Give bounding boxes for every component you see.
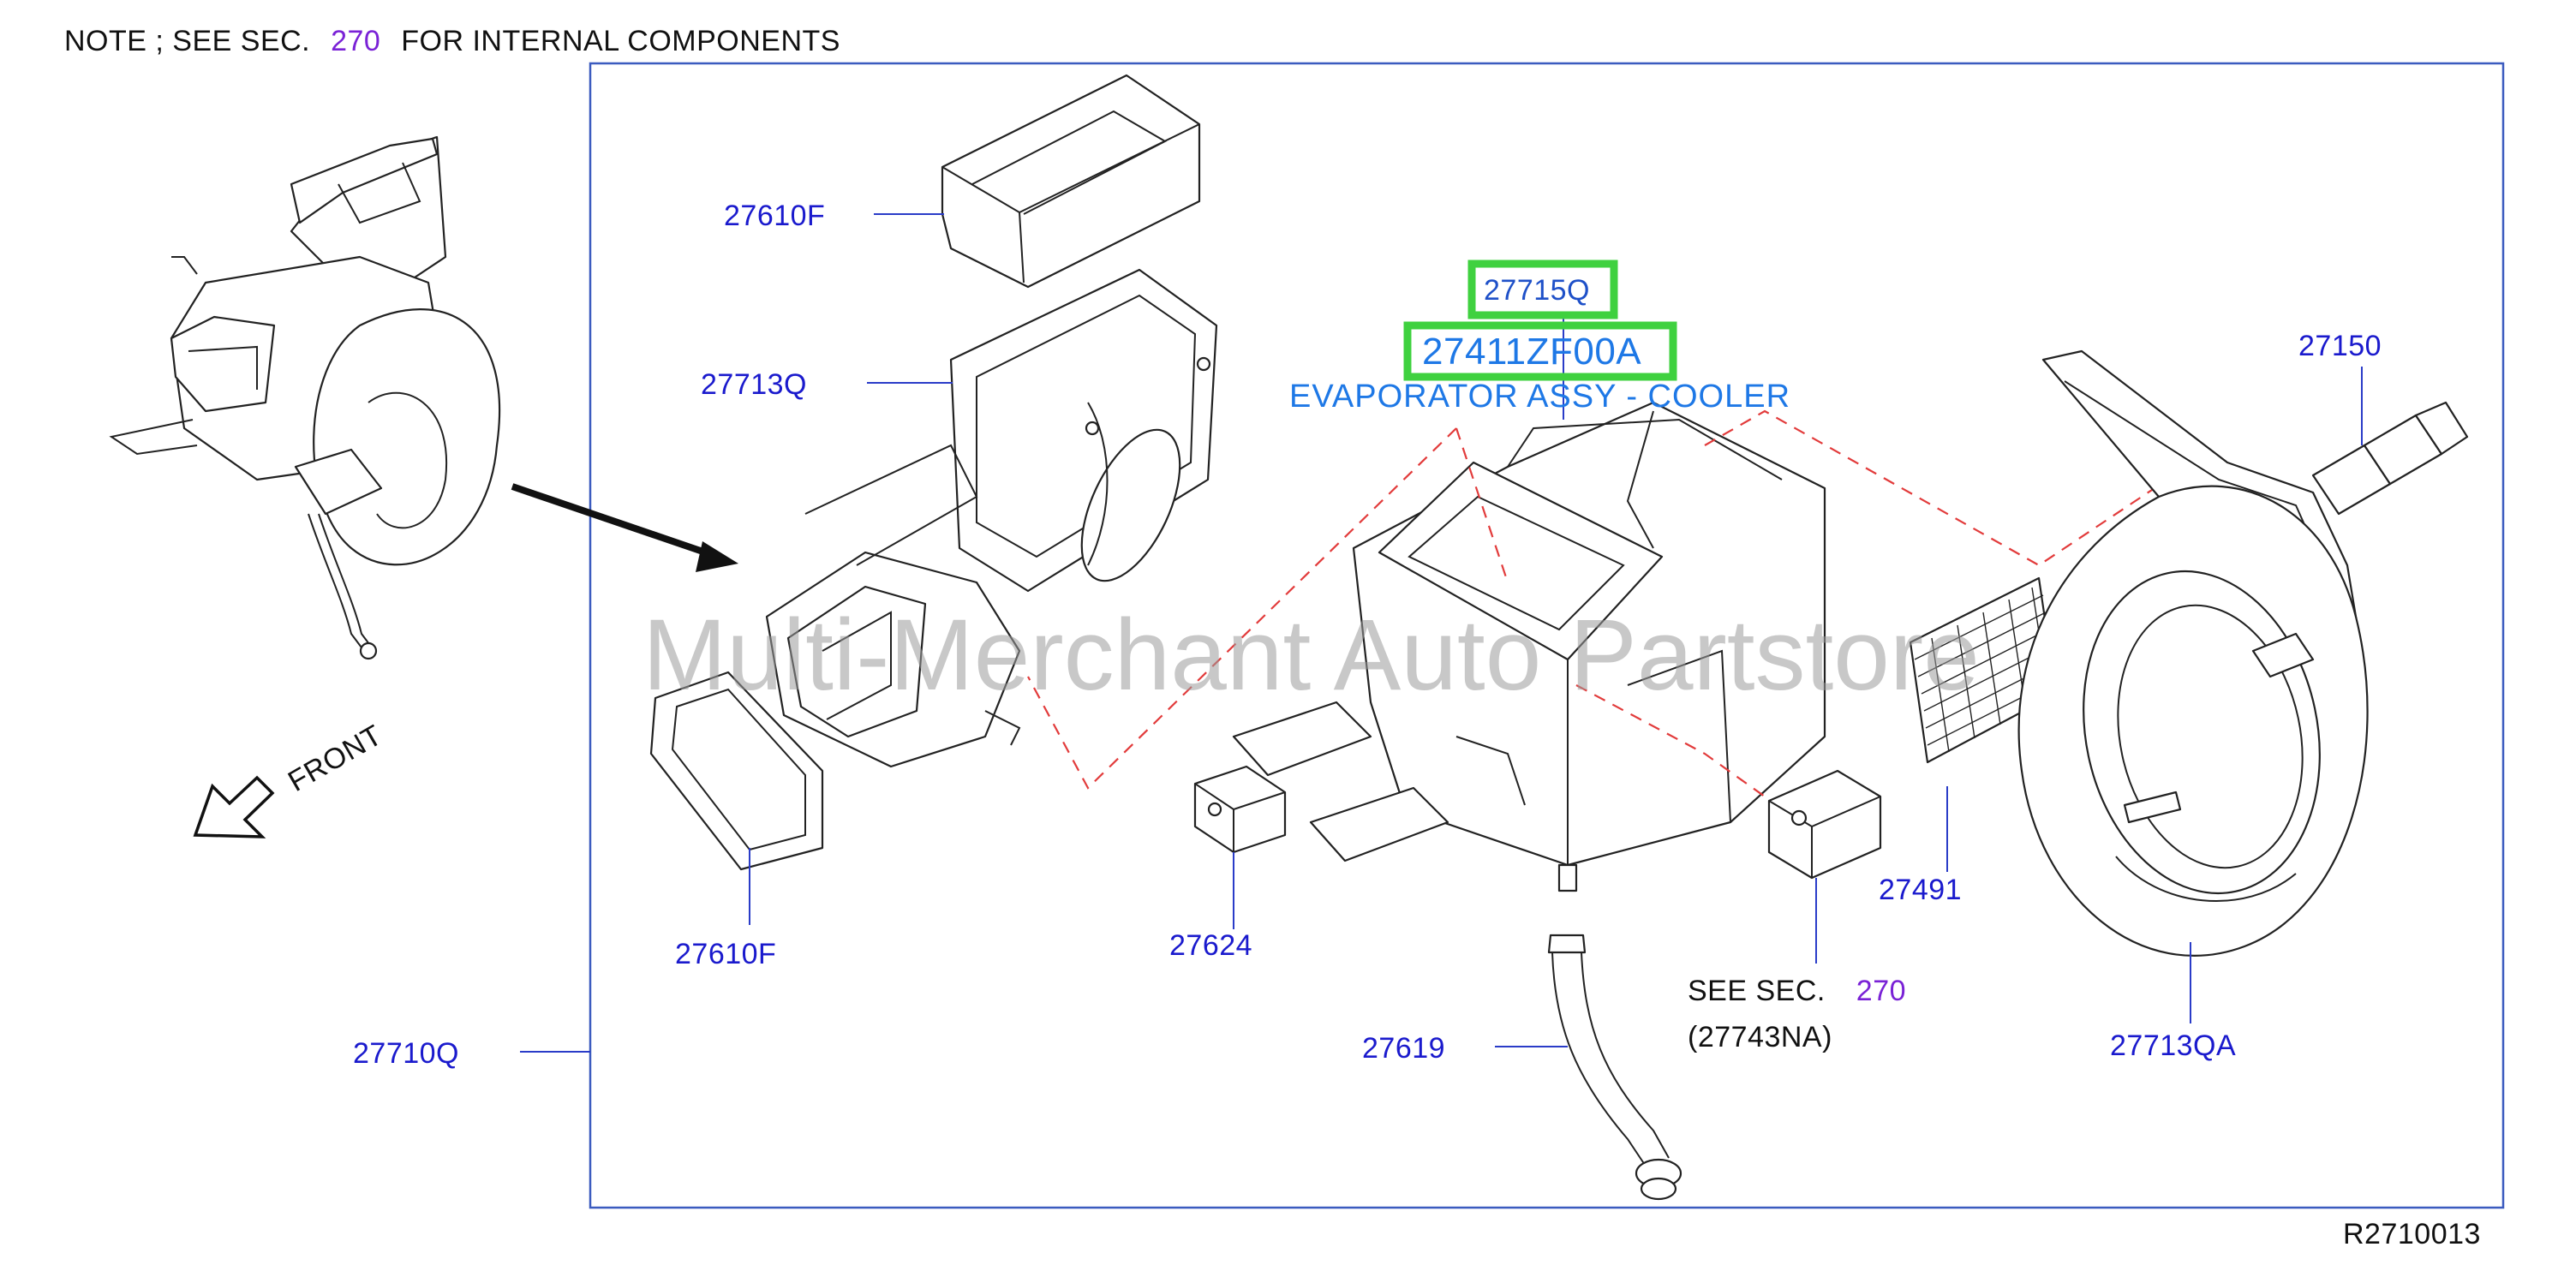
callout-27713Q[interactable]: 27713Q (701, 368, 807, 401)
evaporator-part-number[interactable]: 27411ZF00A (1422, 331, 1641, 373)
highlight-box-part-number (1403, 321, 1677, 381)
lower-housing-illustration (765, 444, 1021, 768)
phantom-dashed-lines (1027, 409, 2168, 797)
part-27610F-top-illustration (941, 74, 1201, 289)
watermark-text: Multi-Merchant Auto Partstore (643, 599, 1980, 712)
callout-27619[interactable]: 27619 (1362, 1032, 1445, 1065)
leader-lines (520, 213, 2363, 1053)
see-sec-prefix: SEE SEC. (1688, 975, 1826, 1007)
callout-27624[interactable]: 27624 (1169, 929, 1252, 962)
callout-27713QA[interactable]: 27713QA (2110, 1029, 2236, 1062)
front-arrow-icon (193, 775, 275, 838)
assembly-frame (589, 62, 2505, 1209)
evaporator-assembly-illustration (1232, 401, 1826, 892)
see-sec-reference: SEE SEC. 270 (27743NA) (1688, 975, 1906, 1053)
callout-27710Q[interactable]: 27710Q (353, 1037, 459, 1070)
callout-27491[interactable]: 27491 (1879, 874, 1962, 906)
front-indicator: FRONT (193, 719, 388, 838)
evaporator-description: EVAPORATOR ASSY - COOLER (1289, 379, 1790, 415)
part-27713Q-illustration (949, 268, 1218, 593)
part-27150-illustration (2311, 401, 2469, 516)
callout-27610F-bottom[interactable]: 27610F (675, 938, 776, 970)
highlighted-evaporator-callout[interactable]: 27715Q 27411ZF00A EVAPORATOR ASSY - COOL… (1289, 260, 1790, 415)
note-text: NOTE ; SEE SEC. 270 FOR INTERNAL COMPONE… (64, 25, 840, 57)
installed-assembly-illustration (109, 135, 501, 660)
drawing-id: R2710013 (2343, 1218, 2481, 1250)
zoom-arrow (511, 483, 738, 572)
highlight-box-27715Q (1467, 260, 1618, 319)
part-27624-illustration (1193, 765, 1287, 854)
note-suffix: FOR INTERNAL COMPONENTS (401, 25, 840, 57)
callout-27715Q[interactable]: 27715Q (1484, 274, 1590, 307)
part-27713QA-blower-housing-illustration (2017, 349, 2369, 957)
note-section-link[interactable]: 270 (331, 25, 380, 57)
see-sec-ref[interactable]: (27743NA) (1688, 1021, 1832, 1053)
part-27610F-bottom-illustration (649, 671, 824, 871)
callout-27610F-top[interactable]: 27610F (724, 200, 825, 232)
front-label: FRONT (283, 719, 388, 798)
callout-27150[interactable]: 27150 (2298, 330, 2382, 362)
note-prefix: NOTE ; SEE SEC. (64, 25, 310, 57)
see-sec-text: SEE SEC. 270 (1688, 975, 1906, 1007)
part-27619-drain-hose-illustration (1547, 934, 1682, 1201)
see-sec-section-link[interactable]: 270 (1856, 975, 1906, 1007)
part-27743NA-actuator-illustration (1767, 769, 1882, 880)
